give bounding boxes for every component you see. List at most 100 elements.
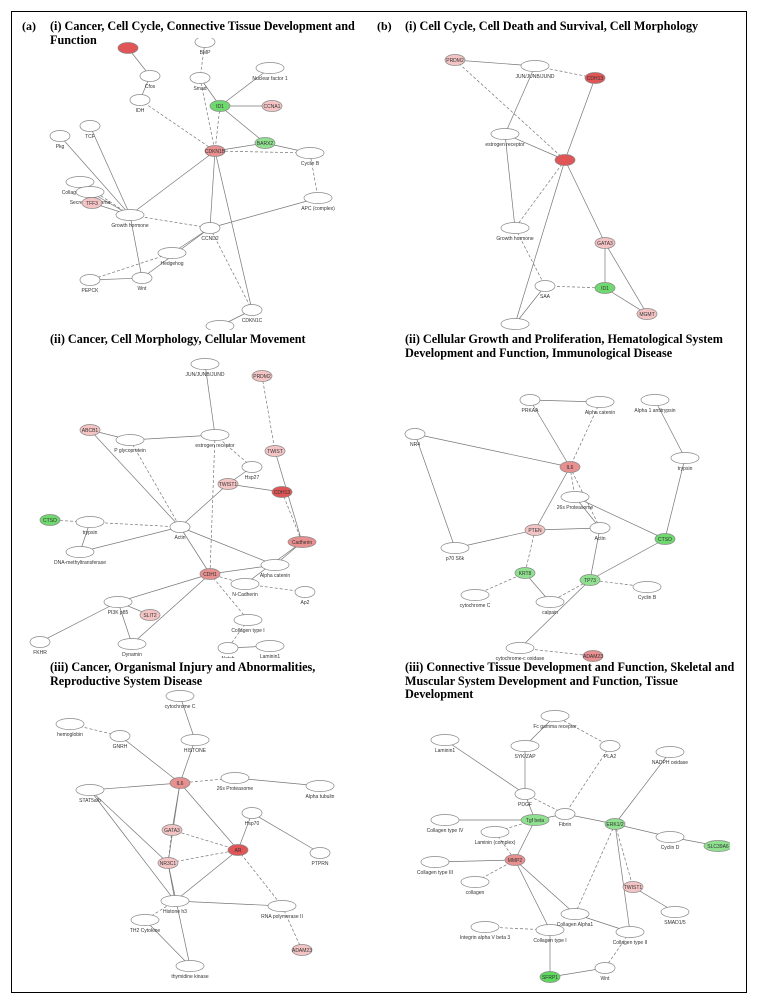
network-edge bbox=[89, 781, 181, 791]
network-node: Actin bbox=[589, 522, 611, 542]
network-node-label: cytochrome C bbox=[165, 704, 196, 710]
network-node-label: ID1 bbox=[601, 286, 609, 292]
network-node: TWIST1 bbox=[622, 881, 644, 893]
network-node: PLA2 bbox=[599, 740, 621, 760]
network-node-label: Cyclin B bbox=[638, 595, 657, 601]
network-node-label: 26s Proteasome bbox=[557, 505, 594, 511]
network-node-label: Laminin1 bbox=[260, 654, 281, 658]
network-edge bbox=[117, 573, 211, 603]
network-node: Integrin alpha V beta 3 bbox=[460, 921, 510, 941]
network-node: CDKN1B bbox=[204, 145, 226, 157]
network-node: GNRH bbox=[109, 730, 131, 750]
network-node-label: Hedgehog bbox=[160, 261, 183, 267]
network-node: GATA3 bbox=[594, 237, 616, 249]
network-edge bbox=[554, 715, 611, 747]
network-node: Collagen type II bbox=[613, 926, 647, 946]
network-edge bbox=[129, 150, 216, 216]
network-node: SAA bbox=[534, 280, 556, 300]
network-node: ADAM23 bbox=[582, 650, 604, 662]
network-edge bbox=[519, 579, 591, 649]
network-node: CTSO bbox=[39, 514, 61, 526]
network-node-label: PRKAA bbox=[522, 408, 540, 414]
network-node: ABCB1 bbox=[79, 424, 101, 436]
network-node-label: JUN/JUNB/JUND bbox=[186, 372, 225, 378]
network-node-label: PRDM2 bbox=[253, 374, 271, 380]
network-node-label: STAT5a/b bbox=[79, 798, 101, 804]
network-node-label: Pkg bbox=[56, 144, 65, 150]
network-node: collagen bbox=[460, 876, 490, 896]
network-node-label: Collagen Alpha1 bbox=[557, 922, 594, 928]
network-node: PRKAA bbox=[519, 394, 541, 414]
network-node-label: SMAD1/5 bbox=[664, 920, 686, 926]
network-node-label: Ap2 bbox=[301, 600, 310, 606]
network-node: Laminin1 bbox=[255, 640, 285, 658]
network-node: trypsin bbox=[670, 452, 700, 472]
network-node-label: ID1 bbox=[216, 104, 224, 110]
network-node: ADAM23 bbox=[291, 944, 313, 956]
network-node-label: ADAM23 bbox=[292, 948, 312, 954]
network-edge bbox=[89, 429, 181, 528]
network-node: CCNA1 bbox=[261, 100, 283, 112]
network-edge bbox=[534, 526, 601, 531]
network-node bbox=[554, 154, 576, 166]
network-node-label: hemoglobin bbox=[57, 732, 83, 738]
network-node-label: AR bbox=[235, 848, 242, 854]
network-node: TP73 bbox=[579, 574, 601, 586]
network-diagram-a3: cytochrome ChemoglobinGNRHHISTONEIL626s … bbox=[55, 690, 335, 980]
network-node-label: Cyclin B bbox=[301, 161, 320, 167]
network-node-label: Hsp27 bbox=[245, 475, 260, 481]
network-node-label: Collagen type III bbox=[417, 870, 453, 876]
network-edge bbox=[179, 526, 276, 566]
network-node: SLIT2 bbox=[139, 609, 161, 621]
network-node-label: CTSO bbox=[43, 518, 57, 524]
network-node: IL6 bbox=[559, 461, 581, 473]
panel-a-network-1-title: (i) Cancer, Cell Cycle, Connective Tissu… bbox=[50, 19, 355, 47]
network-node: Collagen Alpha1 bbox=[557, 908, 594, 928]
network-edge bbox=[414, 433, 571, 469]
network-node: Cadherin bbox=[287, 536, 317, 548]
network-node: Pkg bbox=[49, 130, 71, 150]
network-node: NR4 bbox=[404, 428, 426, 448]
network-node-label: CCND2 bbox=[201, 236, 218, 242]
network-edge bbox=[174, 849, 239, 902]
network-edge bbox=[454, 528, 536, 549]
network-node: TH2 Cytokine bbox=[130, 914, 160, 934]
network-node-label: KRT8 bbox=[519, 571, 532, 577]
network-node: Cyclin D bbox=[655, 831, 685, 851]
network-node: BMP bbox=[194, 38, 216, 56]
network-node-label: Tgf beta bbox=[526, 818, 545, 824]
network-node: BARX2 bbox=[254, 137, 276, 149]
network-node: estrogen receptor bbox=[195, 429, 235, 449]
network-node-label: Collagen type I bbox=[533, 938, 566, 944]
network-node-label: TWIST1 bbox=[219, 482, 238, 488]
network-node: Cyclin B bbox=[632, 581, 662, 601]
network-node: SYK/ZAP bbox=[510, 740, 540, 760]
network-edge bbox=[564, 159, 606, 244]
network-node: p70 S6k bbox=[440, 542, 470, 562]
network-node: Collagen type I bbox=[533, 924, 567, 944]
network-edge bbox=[514, 227, 546, 287]
network-node: calpain bbox=[535, 596, 565, 616]
network-edge bbox=[534, 466, 571, 531]
network-node: MMP2 bbox=[504, 854, 526, 866]
network-edge bbox=[414, 433, 456, 549]
network-edge bbox=[523, 529, 536, 574]
network-node: cytochrome-c oxidase bbox=[496, 642, 545, 662]
network-node-label: JUN/JUNB/JUND bbox=[516, 74, 555, 80]
network-edge bbox=[514, 819, 536, 861]
network-node: KRT8 bbox=[514, 567, 536, 579]
network-node: NR3C1 bbox=[157, 857, 179, 869]
network-node: Fc gamma receptor bbox=[533, 710, 577, 730]
network-node-label: APC (complex) bbox=[301, 206, 335, 212]
network-node: Hedgehog bbox=[157, 247, 187, 267]
network-node: TWIST bbox=[264, 445, 286, 457]
network-node: Tgf beta bbox=[520, 814, 550, 826]
network-edge bbox=[214, 434, 253, 468]
network-node: SFRP1 bbox=[539, 971, 561, 983]
network-node: CCND2 bbox=[199, 222, 221, 242]
network-edge bbox=[504, 65, 536, 135]
network-edge bbox=[129, 439, 181, 528]
network-edge bbox=[167, 862, 192, 967]
network-node-label: PTEN bbox=[528, 528, 542, 534]
